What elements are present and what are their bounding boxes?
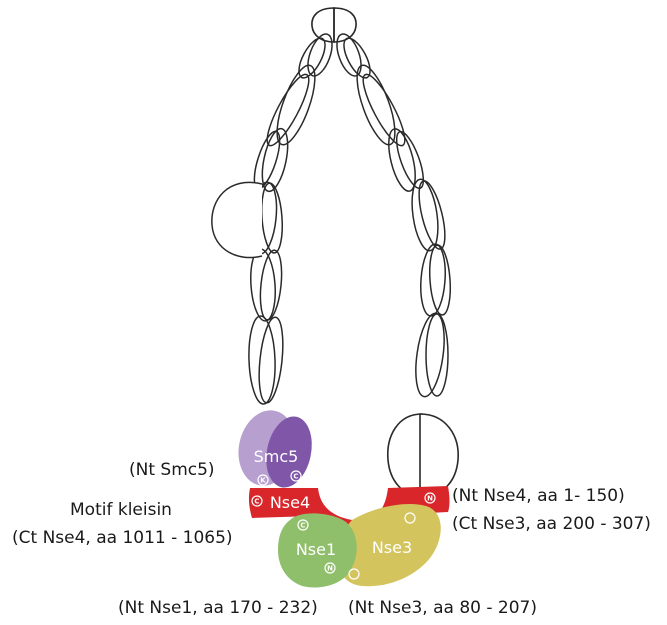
annotation-nt-nse4: (Nt Nse4, aa 1- 150) [452,486,625,506]
annotation-ct-nse4: (Ct Nse4, aa 1011 - 1065) [12,528,233,548]
nse3-lower-marker [349,569,359,579]
nse1-label: Nse1 [296,540,336,559]
annotation-motif-kleisin: Motif kleisin [70,500,172,520]
smc5-label: Smc5 [254,447,299,466]
nse4-label: Nse4 [270,493,310,512]
nse3-label: Nse3 [372,538,412,557]
arm-side-bulge [212,182,262,257]
nse1-c-letter: C [300,522,305,530]
annotation-nt-smc5: (Nt Smc5) [129,460,215,480]
annotation-nt-nse1: (Nt Nse1, aa 170 - 232) [118,598,318,618]
right-coiled-coil-arm [332,31,452,398]
nse4-n-letter: N [427,495,433,503]
annotation-nt-nse3: (Nt Nse3, aa 80 - 207) [348,598,537,618]
smc5-c-letter: C [293,473,298,481]
right-head-domain [388,414,458,494]
nse3-upper-marker [405,513,415,523]
nse4-c-letter: C [254,498,259,506]
nse1-n-letter: N [327,565,333,573]
annotation-ct-nse3: (Ct Nse3, aa 200 - 307) [452,514,651,534]
smc5-k-letter: K [260,477,266,485]
